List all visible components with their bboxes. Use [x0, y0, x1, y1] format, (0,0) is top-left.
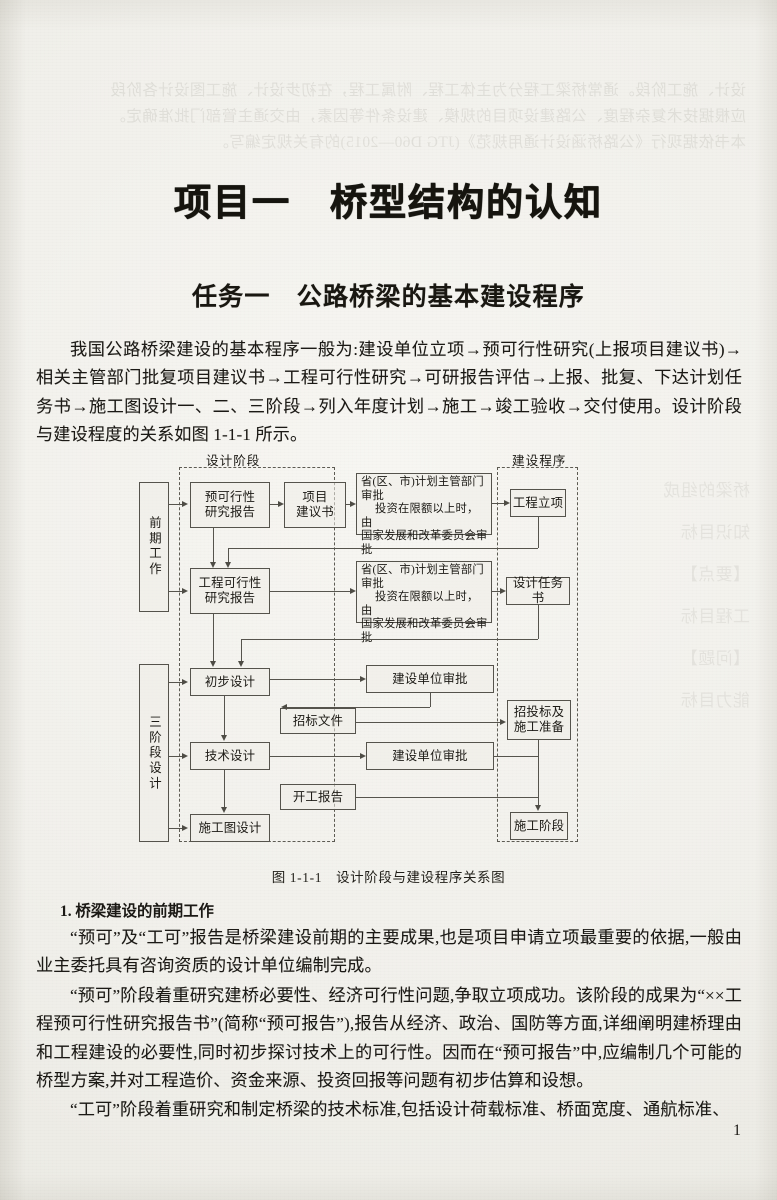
page-number: 1: [733, 1122, 741, 1139]
intro-paragraph: 我国公路桥梁建设的基本程序一般为:建设单位立项→预可行性研究(上报项目建议书)→…: [36, 340, 742, 445]
paragraph-2: “预可”阶段着重研究建桥必要性、经济可行性问题,争取立项成功。该阶段的成果为“×…: [36, 985, 742, 1091]
paragraph-1: “预可”及“工可”报告是桥梁建设前期的主要成果,也是项目申请立项最重要的依据,一…: [36, 928, 742, 976]
paragraph-3: “工可”阶段着重研究和制定桥梁的技术标准,包括设计荷载标准、桥面宽度、通航标准、: [70, 1100, 730, 1120]
section-title: 任务一 公路桥梁的基本建设程序: [191, 284, 585, 311]
body-block-lower: 1. 桥梁建设的前期工作 “预可”及“工可”报告是桥梁建设前期的主要成果,也是项…: [36, 900, 742, 1126]
page-title: 项目一 桥型结构的认知: [174, 181, 603, 225]
intro-block: 我国公路桥梁建设的基本程序一般为:建设单位立项→预可行性研究(上报项目建议书)→…: [36, 336, 742, 451]
subheading-1: 1. 桥梁建设的前期工作: [60, 903, 214, 920]
